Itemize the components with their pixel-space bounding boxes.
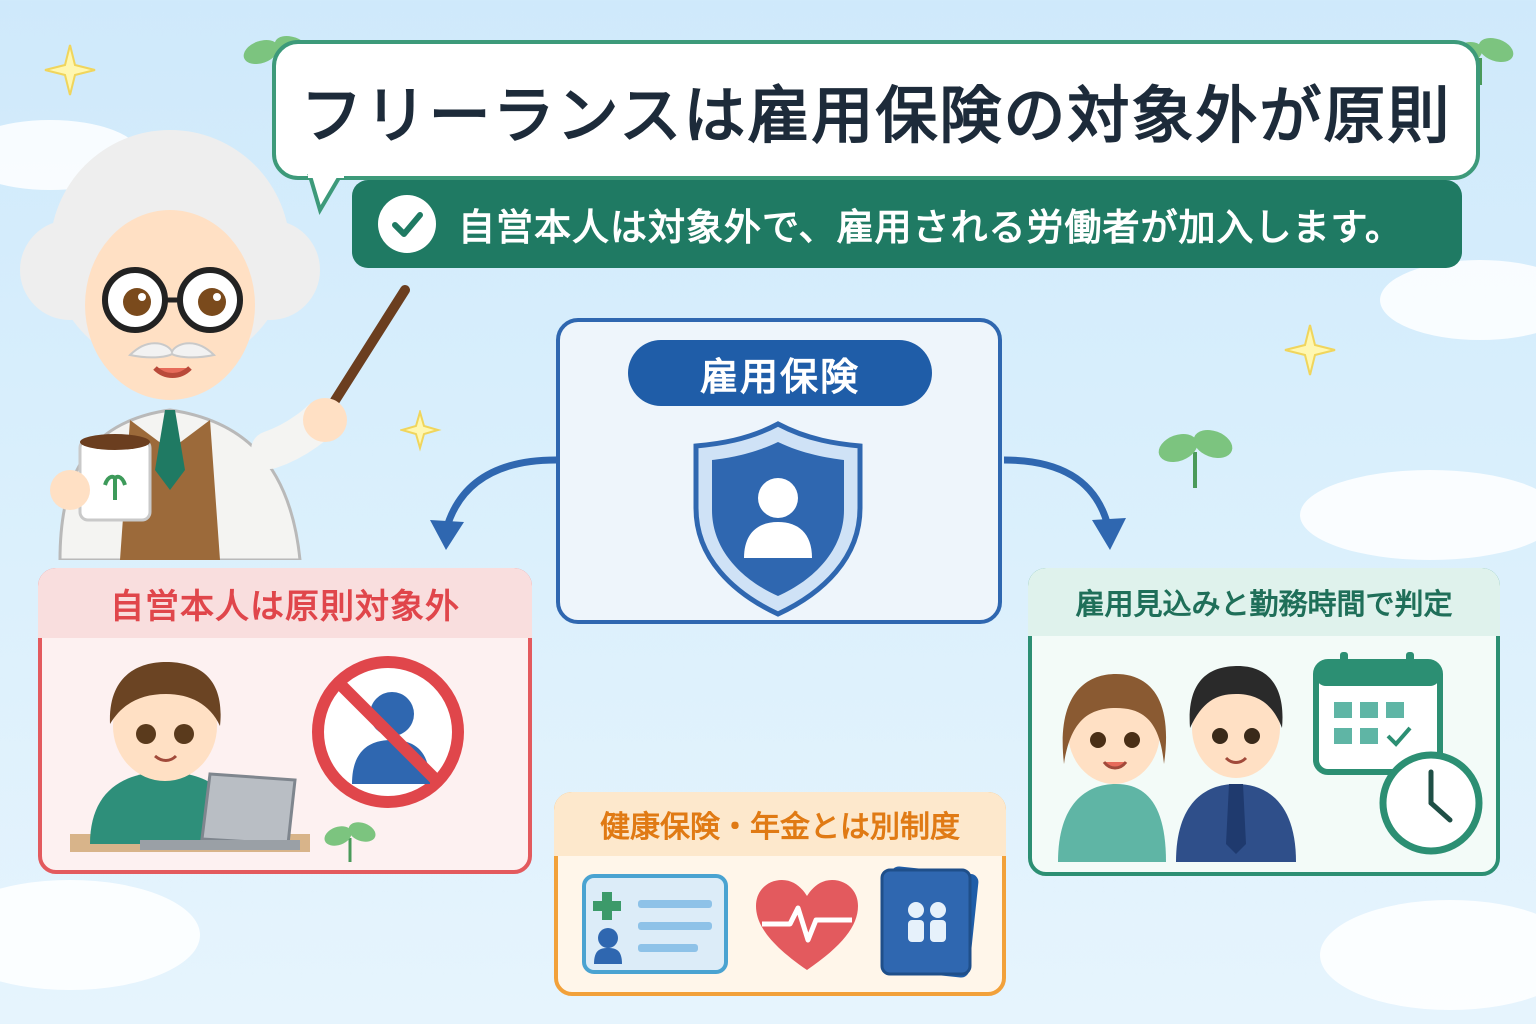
sparkle-icon <box>400 410 442 452</box>
professor-character <box>20 130 410 560</box>
subtitle-text: 自営本人は対象外で、雇用される労働者が加入します。 <box>458 206 1403 249</box>
clock-icon <box>1379 751 1483 855</box>
heart-pulse-icon <box>756 880 858 970</box>
arrow-right-icon <box>1003 456 1126 550</box>
sparkle-icon <box>1284 324 1336 376</box>
self-employed-heading: 自営本人は原則対象外 <box>38 568 532 638</box>
cloud-decoration <box>1320 900 1536 1010</box>
speech-bubble-tail <box>307 170 344 215</box>
title-bubble <box>272 40 1480 180</box>
calendar-icon <box>1313 652 1443 775</box>
separate-system-heading: 健康保険・年金とは別制度 <box>554 792 1006 856</box>
subtitle-banner: 自営本人は対象外で、雇用される労働者が加入します。 <box>352 180 1462 268</box>
shield-person-icon <box>693 421 863 617</box>
freelancer-laptop-icon <box>70 662 310 852</box>
arrow-left-icon <box>430 456 557 550</box>
eligibility-heading: 雇用見込みと勤務時間で判定 <box>1028 568 1500 636</box>
employment-insurance-label: 雇用保険 <box>628 340 932 406</box>
check-icon <box>378 195 436 253</box>
sprout-icon <box>1158 429 1233 488</box>
cloud-decoration <box>0 880 200 990</box>
page-title: フリーランスは雇用保険の対象外が原則 <box>300 79 1452 152</box>
health-card-icon <box>582 874 728 974</box>
cloud-decoration <box>1380 260 1536 340</box>
prohibited-person-icon <box>312 656 464 808</box>
sprout-icon <box>324 822 376 862</box>
employees-icon <box>1058 666 1296 862</box>
sparkle-icon <box>44 44 96 96</box>
pension-book-icon <box>880 866 979 978</box>
cloud-decoration <box>1300 470 1536 560</box>
